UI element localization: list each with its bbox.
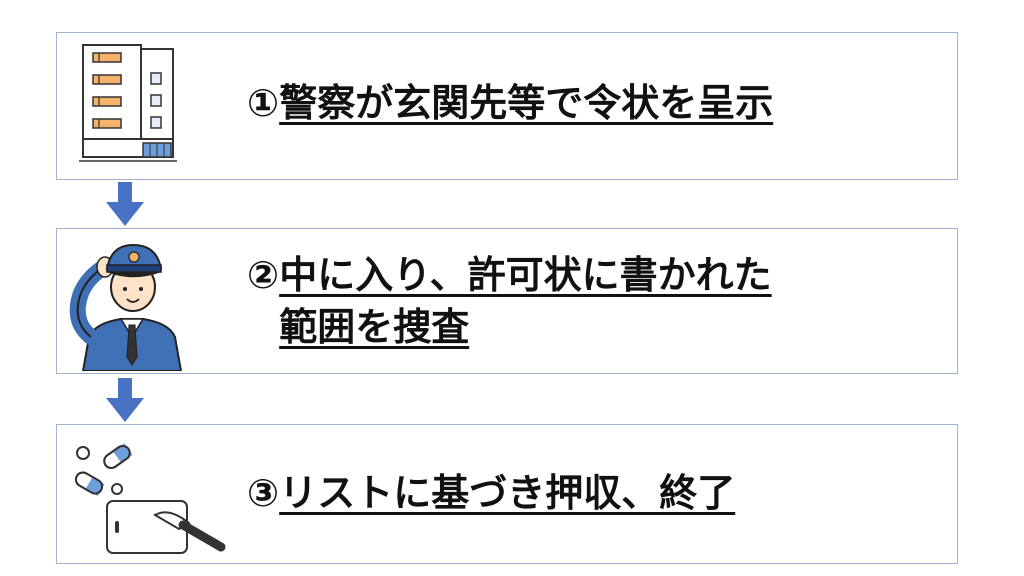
- step-label: 警察が玄関先等で令状を呈示: [279, 81, 774, 125]
- police-officer-icon: [69, 243, 183, 371]
- step-number: ②: [247, 253, 280, 297]
- step-2-box: ②中に入り、許可状に書かれた ②範囲を捜査: [56, 228, 958, 374]
- step-number: ①: [247, 81, 280, 125]
- step-2-text: ②中に入り、許可状に書かれた ②範囲を捜査: [247, 249, 772, 353]
- step-number: ③: [247, 471, 280, 515]
- step-label-line-1: 中に入り、許可状に書かれた: [279, 253, 772, 297]
- down-arrow-icon: [106, 182, 144, 226]
- step-label-line-2: 範囲を捜査: [279, 305, 470, 349]
- step-label: リストに基づき押収、終了: [279, 471, 736, 515]
- step-3-text: ③リストに基づき押収、終了: [247, 467, 735, 519]
- building-icon: [79, 44, 177, 162]
- pills-and-knife-icon: [74, 443, 226, 554]
- down-arrow-icon: [106, 378, 144, 422]
- step-1-box: ①警察が玄関先等で令状を呈示: [56, 32, 958, 180]
- step-3-box: ③リストに基づき押収、終了: [56, 424, 958, 564]
- step-1-text: ①警察が玄関先等で令状を呈示: [247, 77, 773, 129]
